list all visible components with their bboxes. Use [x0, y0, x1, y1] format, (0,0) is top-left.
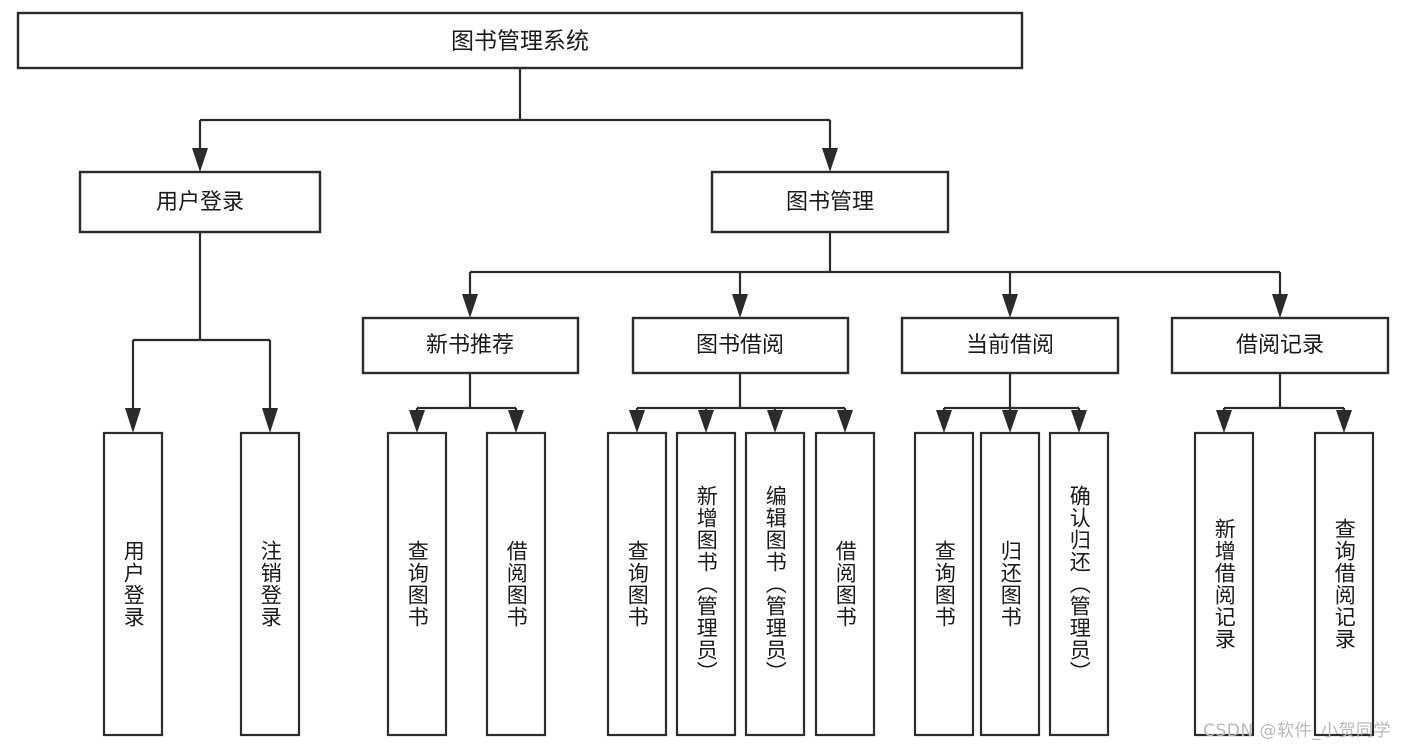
- node-current-borrow-rect[interactable]: [900, 316, 1120, 375]
- node-leaf-return-book-rect[interactable]: [979, 431, 1041, 737]
- node-leaf-edit-book-rect[interactable]: [744, 431, 806, 737]
- node-current-borrow[interactable]: 当前借阅: [900, 316, 1120, 375]
- node-book-manage-rect[interactable]: [710, 170, 950, 234]
- arrow-head-current-borrow: [1002, 294, 1018, 318]
- node-leaf-query-book-3-rect[interactable]: [913, 431, 975, 737]
- arrow-head-leaf-user-login: [125, 408, 141, 433]
- connector-group-borrow-record: [1216, 373, 1352, 433]
- leaf-boxes-group: [102, 431, 1375, 737]
- connector-group-current-borrow: [936, 373, 1087, 433]
- arrow-head-leaf-borrow-book-2: [837, 410, 853, 433]
- node-user-login[interactable]: 用户登录: [78, 170, 322, 234]
- arrow-head-leaf-edit-book: [767, 410, 783, 433]
- connector-group-user-login: [125, 232, 278, 433]
- node-leaf-borrow-book-2-rect[interactable]: [814, 431, 876, 737]
- node-root-rect[interactable]: [16, 11, 1024, 70]
- arrow-head-leaf-add-book: [698, 410, 714, 433]
- node-leaf-query-book-2-rect[interactable]: [606, 431, 668, 737]
- node-leaf-user-login-rect[interactable]: [102, 431, 164, 737]
- arrow-head-leaf-return-book: [1002, 410, 1018, 433]
- arrow-head-leaf-logout: [262, 408, 278, 433]
- connector-group-book-manage: [462, 232, 1288, 318]
- arrow-head-leaf-query-record: [1336, 410, 1352, 433]
- connector-group-new-book-recommend: [409, 373, 524, 433]
- node-leaf-borrow-book-1-rect[interactable]: [485, 431, 547, 737]
- arrow-head-new-book-recommend: [462, 294, 478, 318]
- node-user-login-label: 用户登录: [156, 190, 244, 215]
- arrow-head-book-borrow: [732, 294, 748, 318]
- arrow-head-user-login: [192, 148, 208, 172]
- node-root[interactable]: 图书管理系统: [16, 11, 1024, 70]
- node-leaf-logout-rect[interactable]: [239, 431, 301, 737]
- node-new-book-recommend-label: 新书推荐: [426, 333, 514, 358]
- arrow-head-book-manage: [822, 148, 838, 172]
- arrow-head-leaf-confirm-return: [1071, 410, 1087, 433]
- node-leaf-query-record-rect[interactable]: [1313, 431, 1375, 737]
- node-book-manage-label: 图书管理: [786, 190, 874, 215]
- node-leaf-add-record-rect[interactable]: [1193, 431, 1255, 737]
- node-new-book-recommend-rect[interactable]: [361, 316, 580, 375]
- connector-group-root: [192, 68, 838, 172]
- node-borrow-record[interactable]: 借阅记录: [1170, 316, 1390, 375]
- connector-group-book-borrow: [629, 373, 853, 433]
- watermark-text: CSDN @软件_小贺同学: [1203, 721, 1391, 741]
- arrow-head-borrow-record: [1272, 294, 1288, 318]
- node-borrow-record-rect[interactable]: [1170, 316, 1390, 375]
- node-leaf-add-book-rect[interactable]: [675, 431, 737, 737]
- node-book-borrow-rect[interactable]: [631, 316, 850, 375]
- node-leaf-query-book-1-rect[interactable]: [386, 431, 448, 737]
- node-book-borrow-label: 图书借阅: [696, 333, 784, 358]
- node-book-manage[interactable]: 图书管理: [710, 170, 950, 234]
- node-root-label: 图书管理系统: [451, 29, 589, 55]
- node-leaf-confirm-return-rect[interactable]: [1048, 431, 1110, 737]
- arrow-head-leaf-query-book-1: [409, 410, 425, 433]
- node-new-book-recommend[interactable]: 新书推荐: [361, 316, 580, 375]
- arrow-head-leaf-query-book-2: [629, 410, 645, 433]
- node-user-login-rect[interactable]: [78, 170, 322, 234]
- arrow-head-leaf-query-book-3: [936, 410, 952, 433]
- node-book-borrow[interactable]: 图书借阅: [631, 316, 850, 375]
- node-current-borrow-label: 当前借阅: [966, 333, 1054, 358]
- node-borrow-record-label: 借阅记录: [1236, 333, 1324, 358]
- arrow-head-leaf-borrow-book-1: [508, 410, 524, 433]
- arrow-head-leaf-add-record: [1216, 410, 1232, 433]
